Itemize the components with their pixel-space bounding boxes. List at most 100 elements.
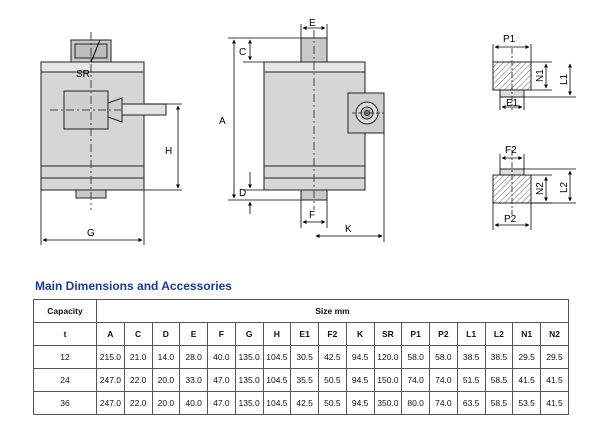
value-cell: 74.0 (429, 368, 458, 392)
value-cell: 350.0 (373, 391, 403, 415)
value-cell: 94.5 (345, 345, 375, 369)
label-p2: P2 (504, 214, 517, 225)
value-cell: 38.5 (456, 345, 486, 369)
value-cell: 30.5 (290, 345, 319, 369)
label-n1: N1 (535, 69, 546, 82)
value-cell: 22.0 (123, 391, 153, 415)
front-view (40, 32, 167, 210)
dimension-p1 (492, 44, 532, 62)
capacity-cell: 12 (33, 345, 97, 369)
value-cell: 135.0 (234, 368, 264, 392)
dimension-e (300, 24, 328, 38)
value-cell: 41.5 (540, 368, 569, 392)
value-cell: 28.0 (179, 345, 208, 369)
value-cell: 58.0 (429, 345, 458, 369)
value-cell: 104.5 (262, 391, 292, 415)
dimension-d (243, 172, 264, 214)
value-cell: 74.0 (401, 368, 430, 392)
label-e1: E1 (506, 98, 519, 109)
dimension-f2 (499, 154, 525, 169)
dimension-h (144, 103, 182, 191)
value-cell: 215.0 (96, 345, 125, 369)
value-cell: 247.0 (96, 391, 125, 415)
value-cell: 40.0 (207, 345, 236, 369)
value-cell: 94.5 (345, 368, 375, 392)
value-cell: 29.5 (512, 345, 541, 369)
label-g: G (87, 228, 95, 239)
value-cell: 33.0 (179, 368, 208, 392)
value-cell: 38.5 (484, 345, 514, 369)
capacity-cell: 24 (33, 368, 97, 392)
column-header: P1 (401, 322, 430, 346)
label-k: K (345, 224, 352, 235)
column-header: N2 (540, 322, 569, 346)
column-header: P2 (429, 322, 458, 346)
value-cell: 42.5 (290, 391, 319, 415)
technical-drawing: SR H G E A (40, 18, 576, 245)
dimension-n1 (531, 61, 552, 91)
accessory-bottom (492, 150, 532, 215)
value-cell: 29.5 (540, 345, 569, 369)
value-cell: 58.5 (484, 368, 514, 392)
label-d: D (239, 188, 246, 199)
value-cell: 58.0 (401, 345, 430, 369)
value-cell: 74.0 (429, 391, 458, 415)
value-cell: 247.0 (96, 368, 125, 392)
capacity-cell: 36 (33, 391, 97, 415)
column-header: K (345, 322, 375, 346)
column-header: D (151, 322, 181, 346)
column-header: H (262, 322, 292, 346)
value-cell: 20.0 (151, 368, 181, 392)
label-p1: P1 (503, 34, 516, 45)
value-cell: 120.0 (373, 345, 403, 369)
column-header: L2 (484, 322, 514, 346)
value-cell: 51.5 (456, 368, 486, 392)
value-cell: 80.0 (401, 391, 430, 415)
dimension-f (300, 200, 328, 228)
label-sr: SR (76, 69, 90, 80)
column-header: SR (373, 322, 403, 346)
value-cell: 104.5 (262, 368, 292, 392)
column-header: N1 (512, 322, 541, 346)
value-cell: 35.5 (290, 368, 319, 392)
column-header: G (234, 322, 264, 346)
dimension-k (315, 133, 385, 242)
accessory-top (492, 48, 532, 110)
label-h: H (165, 146, 172, 157)
column-header: E1 (290, 322, 319, 346)
value-cell: 150.0 (373, 368, 403, 392)
size-header: Size mm (96, 299, 569, 323)
column-header: E (179, 322, 208, 346)
value-cell: 20.0 (151, 391, 181, 415)
value-cell: 50.5 (318, 391, 347, 415)
dimension-e1 (499, 97, 525, 110)
label-f: F (309, 210, 315, 221)
value-cell: 47.0 (207, 391, 236, 415)
side-view (263, 30, 385, 210)
value-cell: 21.0 (123, 345, 153, 369)
label-e: E (309, 18, 316, 29)
value-cell: 50.5 (318, 368, 347, 392)
column-header: F2 (318, 322, 347, 346)
value-cell: 135.0 (234, 345, 264, 369)
section-title: Main Dimensions and Accessories (35, 279, 232, 293)
dimension-g (40, 190, 145, 245)
dimension-p2 (492, 203, 532, 230)
value-cell: 104.5 (262, 345, 292, 369)
column-header: A (96, 322, 125, 346)
label-c: C (239, 47, 246, 58)
value-cell: 14.0 (151, 345, 181, 369)
value-cell: 135.0 (234, 391, 264, 415)
value-cell: 42.5 (318, 345, 347, 369)
value-cell: 94.5 (345, 391, 375, 415)
label-f2: F2 (505, 145, 517, 156)
dimension-c (243, 39, 264, 63)
column-header: L1 (456, 322, 486, 346)
column-header: C (123, 322, 153, 346)
